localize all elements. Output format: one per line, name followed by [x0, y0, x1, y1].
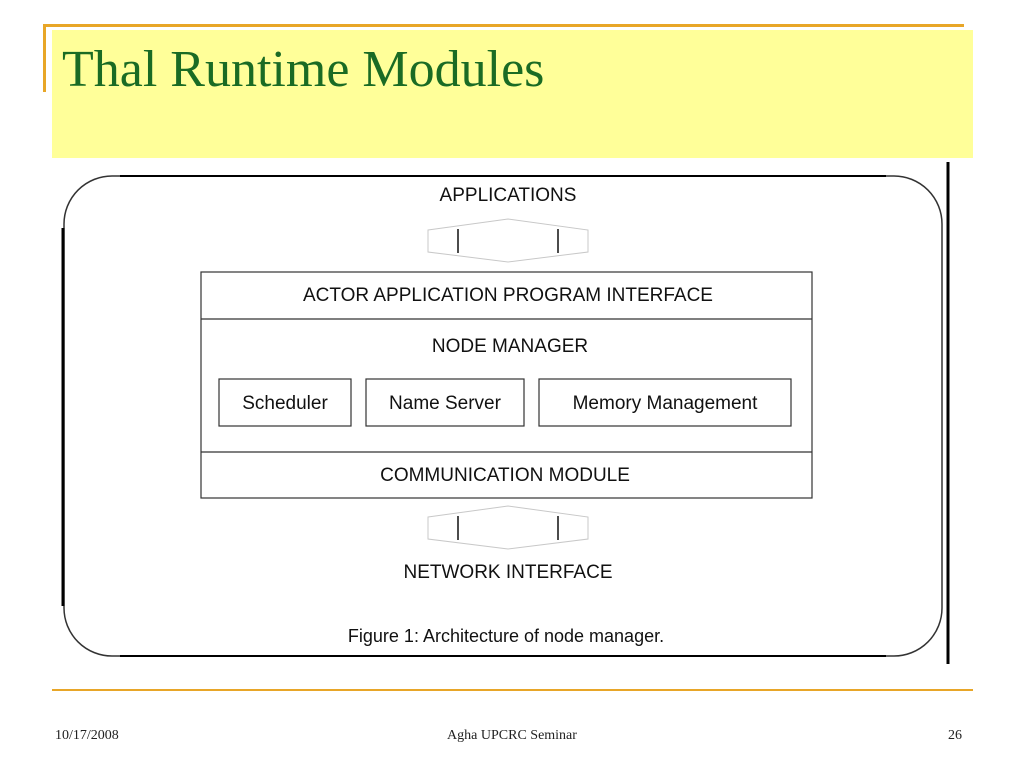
- title-band: [52, 30, 973, 158]
- figure-caption: Figure 1: Architecture of node manager.: [348, 626, 664, 646]
- name-server-label: Name Server: [389, 393, 502, 414]
- slide-title: Thal Runtime Modules: [62, 41, 545, 98]
- scheduler-label: Scheduler: [242, 393, 328, 414]
- communication-module-label: COMMUNICATION MODULE: [380, 465, 630, 486]
- upper-double-arrow: [427, 218, 589, 263]
- footer-rule: [52, 689, 973, 691]
- footer-page-number: 26: [948, 728, 962, 743]
- node-manager-label: NODE MANAGER: [432, 336, 588, 357]
- memory-management-label: Memory Management: [573, 393, 759, 414]
- title-frame-left: [43, 24, 46, 92]
- footer-presentation-title: Agha UPCRC Seminar: [447, 728, 577, 743]
- api-label: ACTOR APPLICATION PROGRAM INTERFACE: [303, 285, 713, 306]
- footer-date: 10/17/2008: [55, 728, 119, 743]
- name-server-box: [365, 378, 525, 427]
- title-frame-top: [43, 24, 964, 27]
- network-interface-label: NETWORK INTERFACE: [403, 562, 612, 583]
- lower-double-arrow: [427, 505, 589, 550]
- applications-label: APPLICATIONS: [440, 185, 577, 206]
- scheduler-box: [218, 378, 352, 427]
- memory-management-box: [538, 378, 792, 427]
